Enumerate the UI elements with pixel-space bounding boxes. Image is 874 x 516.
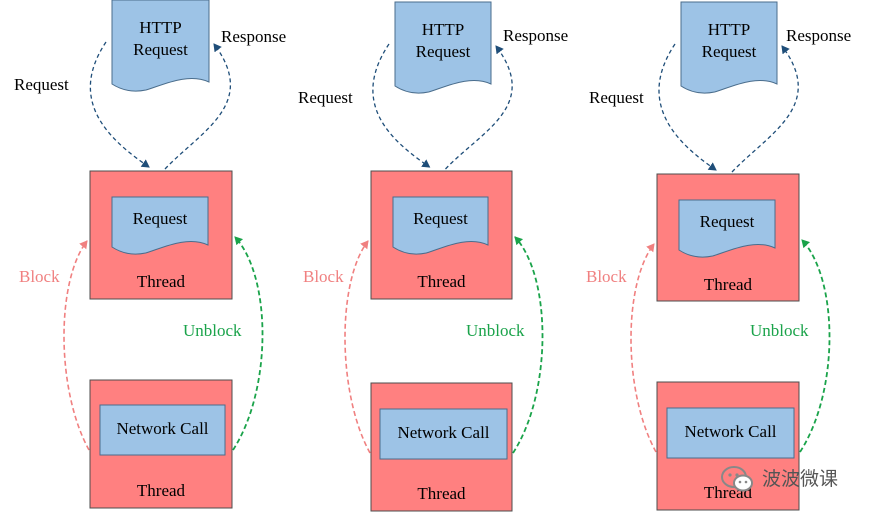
unblock-label: Unblock xyxy=(466,321,525,340)
response-arrow xyxy=(445,45,513,170)
unblock-label: Unblock xyxy=(750,321,809,340)
http-request-line1: HTTP xyxy=(139,18,182,37)
thread-bottom-label: Thread xyxy=(417,484,466,503)
response-arrow xyxy=(731,45,799,173)
thread-top-label: Thread xyxy=(417,272,466,291)
thread-top-request-doc xyxy=(678,199,776,258)
http-request-doc xyxy=(680,1,778,94)
request-label: Request xyxy=(589,88,644,107)
unblock-arrow xyxy=(799,239,831,453)
network-call-box xyxy=(666,407,795,459)
http-request-line1: HTTP xyxy=(708,20,751,39)
unblock-label: Unblock xyxy=(183,321,242,340)
block-arrow xyxy=(630,243,657,453)
http-request-line2: Request xyxy=(133,40,188,59)
thread-top-label: Thread xyxy=(137,272,186,291)
response-label: Response xyxy=(221,27,286,46)
request-arrow xyxy=(372,43,431,168)
wechat-icon xyxy=(721,466,753,492)
request-label: Request xyxy=(14,75,69,94)
request-label: Request xyxy=(298,88,353,107)
block-label: Block xyxy=(303,267,344,286)
request-arrow xyxy=(658,43,717,171)
thread-top-request-label: Request xyxy=(700,212,755,231)
response-label: Response xyxy=(786,26,851,45)
request-arrow xyxy=(89,41,150,168)
unblock-arrow xyxy=(512,236,544,454)
network-call-box xyxy=(99,404,226,456)
response-arrow xyxy=(164,43,231,170)
thread-top-request-doc xyxy=(111,196,209,255)
network-call-label: Network Call xyxy=(116,419,208,438)
thread-top-request-label: Request xyxy=(133,209,188,228)
unblock-arrow xyxy=(232,236,264,451)
http-request-line2: Request xyxy=(416,42,471,61)
thread-top-label: Thread xyxy=(704,275,753,294)
http-request-doc xyxy=(394,1,492,94)
network-call-box xyxy=(379,408,508,460)
watermark-text: 波波微课 xyxy=(762,468,839,490)
http-request-doc xyxy=(111,0,210,92)
thread-top-request-label: Request xyxy=(413,209,468,228)
block-arrow xyxy=(63,240,90,451)
response-label: Response xyxy=(503,26,568,45)
http-request-line2: Request xyxy=(702,42,757,61)
block-label: Block xyxy=(586,267,627,286)
thread-top-request-doc xyxy=(392,196,489,255)
thread-bottom-label: Thread xyxy=(137,481,186,500)
block-label: Block xyxy=(19,267,60,286)
watermark: 波波微课 xyxy=(720,462,860,496)
network-call-label: Network Call xyxy=(397,423,489,442)
http-request-line1: HTTP xyxy=(422,20,465,39)
network-call-label: Network Call xyxy=(684,422,776,441)
block-arrow xyxy=(344,240,371,454)
